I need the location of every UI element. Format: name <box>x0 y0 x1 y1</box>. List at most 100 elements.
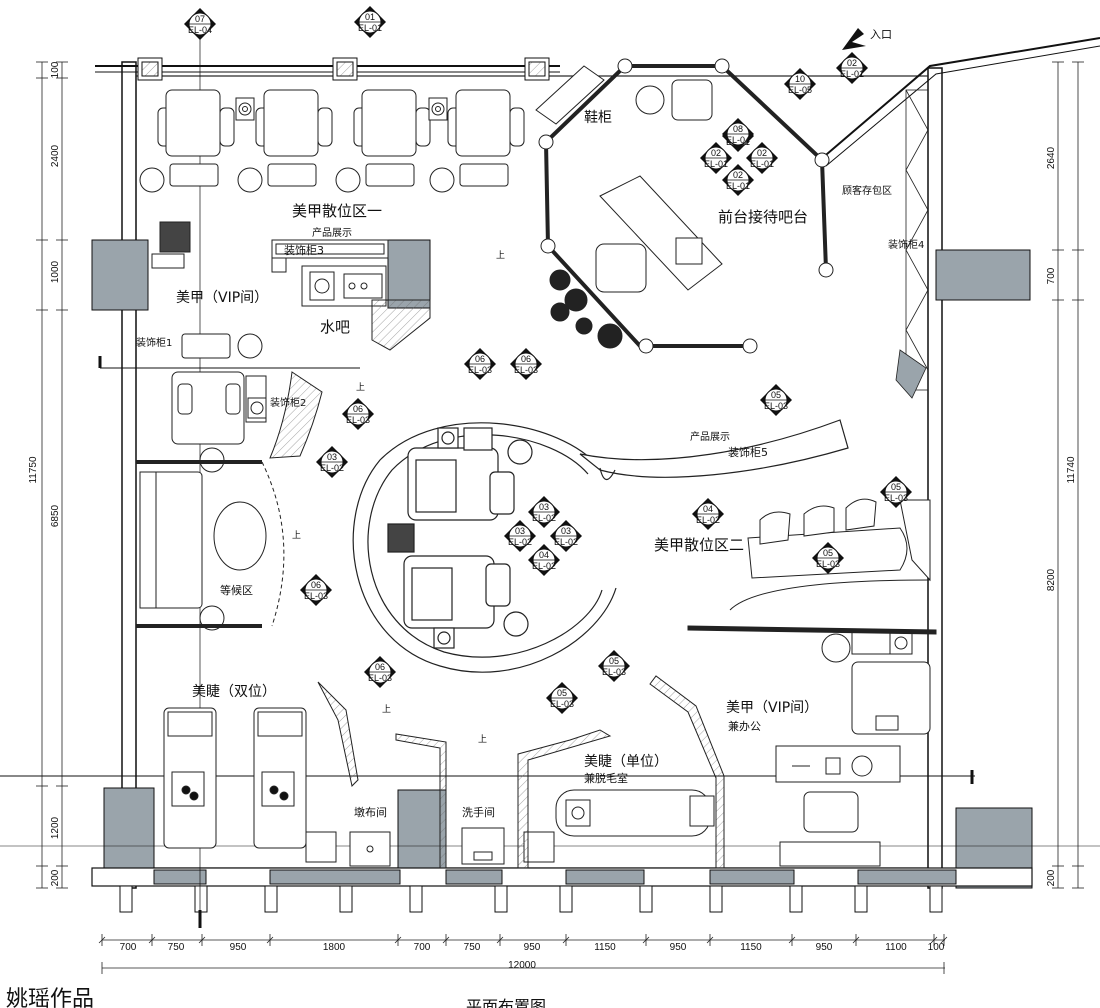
tag-number: 02 <box>847 58 857 68</box>
dim-right-label: 700 <box>1046 267 1057 284</box>
tag-ref: EL-03 <box>816 559 840 569</box>
tag-number: 05 <box>609 656 619 666</box>
wet-rooms <box>349 729 612 869</box>
dim-bottom-label: 1100 <box>885 942 907 953</box>
label-up-2: 上 <box>356 382 365 393</box>
caption-plan-title: 平面布置图 <box>466 997 546 1008</box>
reception-furniture <box>535 58 834 354</box>
elevation-tags: 07EL-0401EL-0110EL-0502EL-0102EL-0102EL-… <box>184 6 912 714</box>
dim-bottom-label: 950 <box>670 942 687 953</box>
tag-ref: EL-03 <box>368 673 392 683</box>
tag-ref: EL-03 <box>304 591 328 601</box>
lash-double-furniture <box>163 681 359 863</box>
dim-bottom-label: 1150 <box>594 942 616 953</box>
tag-ref: EL-05 <box>788 85 812 95</box>
tag-number: 03 <box>515 526 525 536</box>
dim-bottom-label: 750 <box>464 942 481 953</box>
dim-left-label: 1000 <box>50 260 61 283</box>
cabinet-4 <box>895 89 929 399</box>
label-product-display-2: 产品展示 <box>690 430 730 443</box>
tag-number: 03 <box>539 502 549 512</box>
tag-number: 03 <box>561 526 571 536</box>
dim-bottom-label: 700 <box>414 942 431 953</box>
label-mop-room: 墩布间 <box>354 805 387 819</box>
dim-bottom-label: 950 <box>230 942 247 953</box>
tag-number: 02 <box>733 170 743 180</box>
tag-number: 06 <box>353 404 363 414</box>
label-lash-double: 美睫（双位） <box>192 684 276 700</box>
tag-number: 04 <box>703 504 713 514</box>
tag-ref: EL-04 <box>726 135 750 145</box>
tag-number: 07 <box>195 14 205 24</box>
tag-number: 02 <box>757 148 767 158</box>
dim-right-label: 8200 <box>1046 568 1057 591</box>
label-bag-storage: 顾客存包区 <box>842 184 892 197</box>
tag-number: 04 <box>539 550 549 560</box>
tag-number: 06 <box>311 580 321 590</box>
vip-room-2-furniture <box>687 625 937 867</box>
label-up-3: 上 <box>292 530 301 541</box>
tag-ref: EL-02 <box>532 561 556 571</box>
tag-ref: EL-03 <box>550 699 574 709</box>
tag-ref: EL-02 <box>508 537 532 547</box>
dim-left-label: 200 <box>50 869 61 886</box>
label-shoe-cabinet: 鞋柜 <box>584 110 612 126</box>
label-water-bar: 水吧 <box>320 318 350 336</box>
tag-number: 05 <box>771 390 781 400</box>
label-nail-area-2: 美甲散位区二 <box>654 536 744 554</box>
dim-right-label: 2640 <box>1046 146 1057 169</box>
tag-ref: EL-03 <box>884 493 908 503</box>
tag-number: 03 <box>327 452 337 462</box>
label-up-4: 上 <box>382 704 391 715</box>
caption-author: 姚瑶作品 <box>6 987 94 1008</box>
tag-ref: EL-02 <box>696 515 720 525</box>
dim-bottom-label: 700 <box>120 942 137 953</box>
dim-bottom-label: 100 <box>928 942 945 953</box>
tag-ref: EL-03 <box>468 365 492 375</box>
tag-ref: EL-01 <box>726 181 750 191</box>
dim-left-label: 11750 <box>28 456 39 484</box>
label-nail-area-1: 美甲散位区一 <box>292 202 382 220</box>
label-up-5: 上 <box>478 734 487 745</box>
entrance-arrow-icon <box>842 28 866 50</box>
room-labels: 美甲散位区一 产品展示 装饰柜3 美甲（VIP间） 水吧 装饰柜1 装饰柜2 鞋… <box>136 28 924 819</box>
label-deco-cabinet-5: 装饰柜5 <box>728 445 768 459</box>
dim-left-label: 1200 <box>50 816 61 839</box>
dim-bottom-label: 1800 <box>323 942 346 953</box>
dim-bottom-label: 950 <box>524 942 541 953</box>
label-product-display-1: 产品展示 <box>312 226 352 239</box>
label-deco-cabinet-2: 装饰柜2 <box>270 396 306 409</box>
label-reception: 前台接待吧台 <box>718 208 808 226</box>
dim-left-label: 100 <box>50 61 61 78</box>
label-entrance: 入口 <box>870 28 892 41</box>
tag-number: 06 <box>475 354 485 364</box>
dim-right-label: 200 <box>1046 869 1057 886</box>
dim-bottom-label: 950 <box>816 942 833 953</box>
dim-left-label: 6850 <box>50 504 61 527</box>
tag-ref: EL-02 <box>320 463 344 473</box>
dim-right-label: 11740 <box>1066 456 1077 484</box>
dim-bottom-label: 750 <box>168 942 185 953</box>
tag-ref: EL-01 <box>704 159 728 169</box>
label-washroom: 洗手间 <box>462 805 495 819</box>
tag-ref: EL-03 <box>602 667 626 677</box>
label-deco-cabinet-3: 装饰柜3 <box>284 243 324 257</box>
